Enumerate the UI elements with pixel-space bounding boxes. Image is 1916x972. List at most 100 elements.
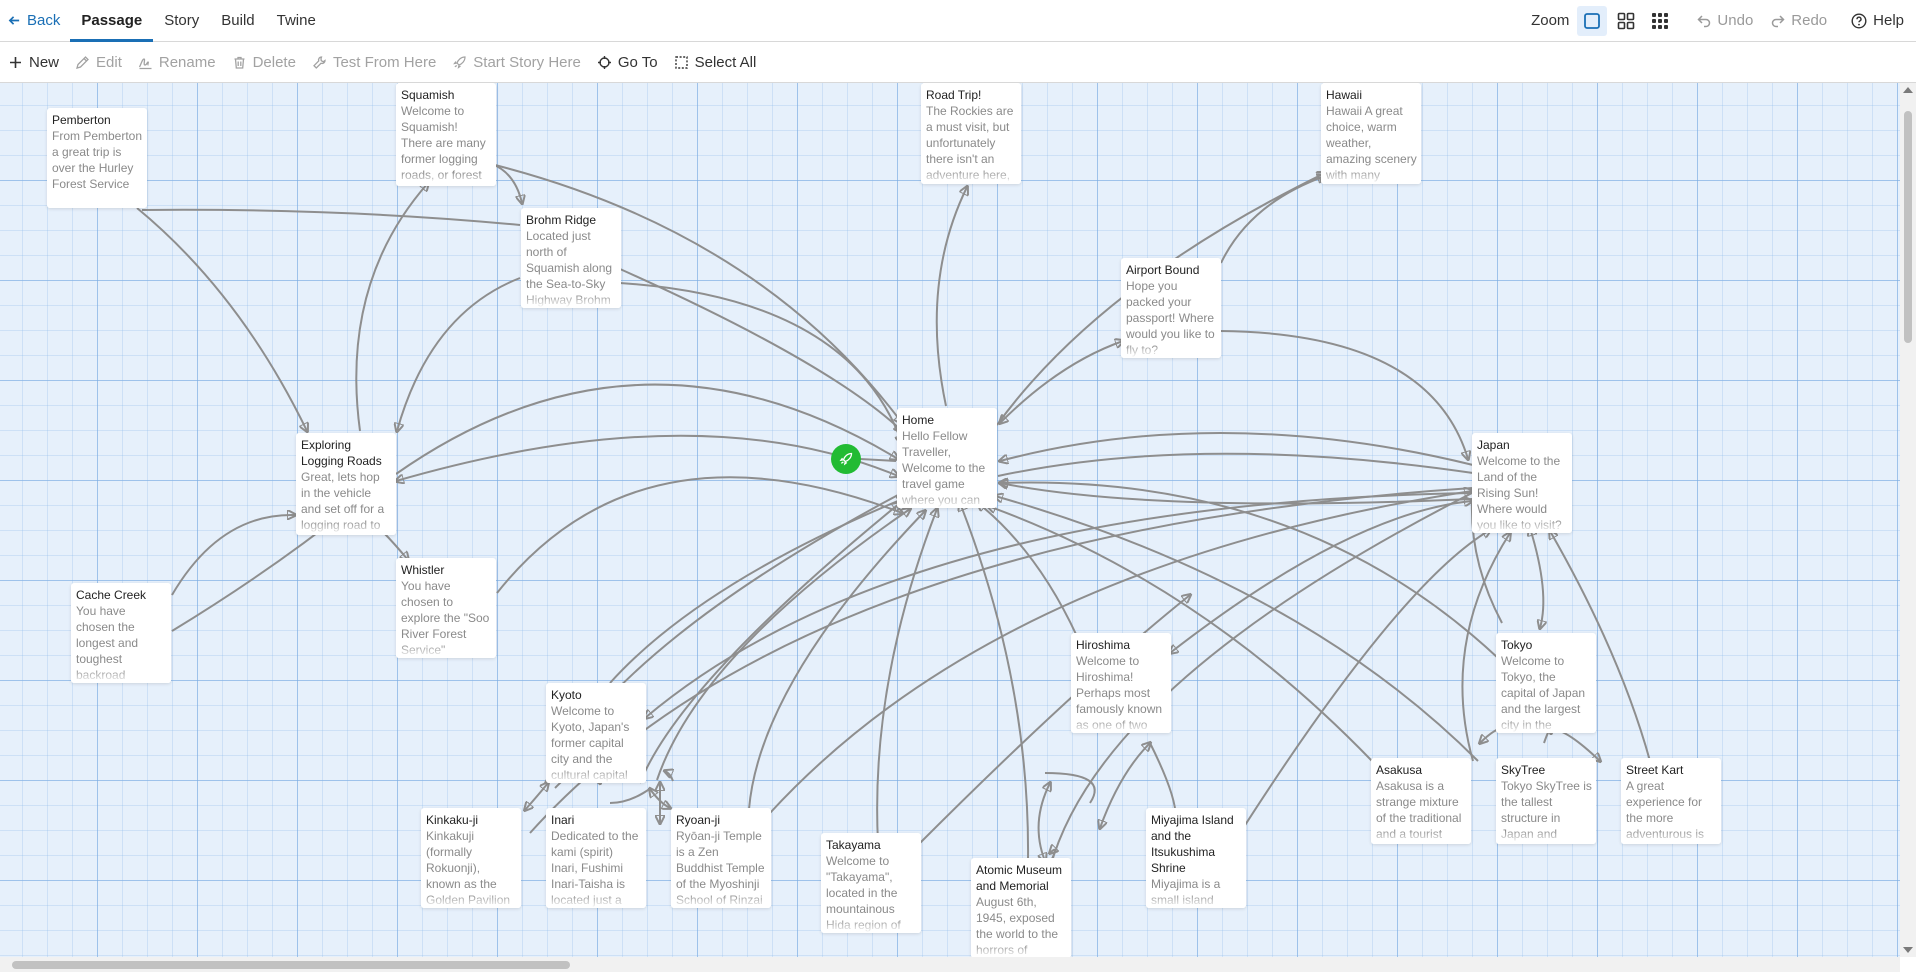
tab-build-label: Build (221, 12, 255, 29)
passage-excerpt: You have chosen to explore the "Soo Rive… (401, 579, 490, 657)
passage-card-asakusa[interactable]: Asakusa Asakusa is a strange mixture of … (1371, 758, 1471, 844)
passage-card-tokyo[interactable]: Tokyo Welcome to Tokyo, the capital of J… (1496, 633, 1596, 733)
passage-excerpt: Hello Fellow Traveller, Welcome to the t… (902, 429, 986, 507)
passage-card-hawaii[interactable]: Hawaii Hawaii A great choice, warm weath… (1321, 83, 1421, 184)
passage-card-cache-creek[interactable]: Cache Creek You have chosen the longest … (71, 583, 171, 683)
passage-card-home[interactable]: Home Hello Fellow Traveller, Welcome to … (897, 408, 997, 508)
vertical-scroll-thumb[interactable] (1904, 111, 1912, 343)
tab-passage-label: Passage (81, 12, 143, 29)
delete-label: Delete (252, 53, 296, 71)
help-button[interactable]: Help (1851, 12, 1904, 29)
pencil-icon (76, 55, 89, 69)
test-from-here-button[interactable]: Test From Here (308, 42, 448, 82)
passage-card-atomic-museum[interactable]: Atomic Museum and Memorial August 6th, 1… (971, 858, 1071, 957)
passage-card-kinkaku-ji[interactable]: Kinkaku-ji Kinkakuji (formally Rokuonji)… (421, 808, 521, 908)
back-button[interactable]: Back (0, 0, 70, 41)
tab-passage[interactable]: Passage (70, 0, 154, 42)
passage-excerpt: Miyajima is a small island (1151, 877, 1221, 907)
zoom-structure-only-button[interactable] (1645, 6, 1675, 36)
rocket-icon (839, 452, 853, 466)
plus-icon (10, 56, 21, 68)
passage-title: Airport Bound (1126, 263, 1200, 277)
passage-excerpt: Welcome to Squamish! There are many form… (401, 104, 486, 186)
passage-card-kyoto[interactable]: Kyoto Welcome to Kyoto, Japan's former c… (546, 683, 646, 783)
test-from-here-label: Test From Here (332, 53, 437, 71)
passage-title: Cache Creek (76, 588, 147, 602)
horizontal-scrollbar[interactable] (0, 957, 1900, 972)
redo-label: Redo (1791, 12, 1828, 29)
passage-card-miyajima[interactable]: Miyajima Island and the Itsukushima Shri… (1146, 808, 1246, 908)
passage-excerpt: Welcome to Kyoto, Japan's former capital… (551, 704, 630, 782)
tab-twine[interactable]: Twine (266, 0, 327, 41)
passage-title: Kinkaku-ji (426, 813, 479, 827)
passage-card-road-trip[interactable]: Road Trip! The Rockies are a must visit,… (921, 83, 1021, 184)
passage-card-exploring-logging-roads[interactable]: Exploring Logging Roads Great, lets hop … (296, 433, 396, 535)
passage-title: Tokyo (1501, 638, 1533, 652)
delete-passage-button[interactable]: Delete (228, 42, 308, 82)
tab-story-label: Story (164, 12, 200, 29)
grid-3x3-icon (1652, 12, 1669, 29)
start-story-here-label: Start Story Here (473, 53, 581, 71)
passage-card-ryoan-ji[interactable]: Ryoan-ji Ryōan-ji Temple is a Zen Buddhi… (671, 808, 771, 908)
passage-card-takayama[interactable]: Takayama Welcome to "Takayama", located … (821, 833, 921, 933)
top-bar: Back Passage Story Build Twine Zoom Undo… (0, 0, 1916, 42)
horizontal-scroll-thumb[interactable] (12, 961, 570, 969)
passage-excerpt: Hawaii A great choice, warm weather, ama… (1326, 104, 1417, 182)
tool-icon (313, 55, 326, 69)
passage-excerpt: Welcome to Hiroshima! Perhaps most famou… (1076, 654, 1163, 732)
story-map-canvas[interactable]: Pemberton From Pemberton a great trip is… (0, 83, 1900, 957)
square-icon (1584, 12, 1601, 29)
passage-title: Takayama (826, 838, 881, 852)
redo-button[interactable]: Redo (1771, 12, 1827, 29)
passage-card-hiroshima[interactable]: Hiroshima Welcome to Hiroshima! Perhaps … (1071, 633, 1171, 733)
new-passage-button[interactable]: New (4, 42, 71, 82)
zoom-passage-names-excerpts-button[interactable] (1577, 5, 1608, 36)
passage-excerpt: Welcome to the Land of the Rising Sun! W… (1477, 454, 1562, 532)
topbar-right-group: Zoom Undo Redo Help (1531, 0, 1916, 41)
passage-card-inari[interactable]: Inari Dedicated to the kami (spirit) Ina… (546, 808, 646, 908)
select-all-icon (674, 55, 688, 69)
passage-card-squamish[interactable]: Squamish Welcome to Squamish! There are … (396, 83, 496, 186)
help-label: Help (1873, 12, 1904, 29)
tab-story[interactable]: Story (153, 0, 210, 41)
back-label: Back (27, 12, 61, 29)
undo-label: Undo (1717, 12, 1754, 29)
redo-icon (1772, 14, 1785, 27)
arrow-left-icon (8, 16, 20, 25)
select-all-label: Select All (694, 53, 757, 71)
scroll-up-arrow-icon[interactable] (1903, 87, 1913, 93)
undo-icon (1697, 14, 1711, 27)
start-passage-badge (831, 444, 861, 474)
new-label: New (29, 53, 60, 71)
edit-passage-button[interactable]: Edit (71, 42, 134, 82)
passage-excerpt: From Pemberton a great trip is over the … (52, 129, 143, 191)
start-story-here-button[interactable]: Start Story Here (448, 42, 593, 82)
passage-title: Hiroshima (1076, 638, 1131, 652)
select-all-button[interactable]: Select All (670, 42, 769, 82)
go-to-button[interactable]: Go To (593, 42, 670, 82)
rename-passage-button[interactable]: Rename (134, 42, 228, 82)
passage-card-pemberton[interactable]: Pemberton From Pemberton a great trip is… (47, 108, 147, 208)
passage-excerpt: You have chosen the longest and toughest… (76, 604, 139, 682)
passage-card-airport-bound[interactable]: Airport Bound Hope you packed your passp… (1121, 258, 1221, 358)
passage-title: Road Trip! (926, 88, 982, 102)
vertical-scrollbar[interactable] (1900, 83, 1916, 957)
zoom-passage-names-button[interactable] (1611, 6, 1641, 36)
undo-button[interactable]: Undo (1697, 12, 1753, 29)
rocket-icon (453, 55, 466, 69)
tab-build[interactable]: Build (210, 0, 265, 41)
grid-2x2-icon (1618, 12, 1635, 29)
passage-card-whistler[interactable]: Whistler You have chosen to explore the … (396, 558, 496, 658)
passage-excerpt: The Rockies are a must visit, but unfort… (926, 104, 1014, 182)
passage-card-skytree[interactable]: SkyTree Tokyo SkyTree is the tallest str… (1496, 758, 1596, 844)
crosshair-icon (597, 55, 611, 69)
passage-card-brohm-ridge[interactable]: Brohm Ridge Located just north of Squami… (521, 208, 621, 308)
passage-card-japan[interactable]: Japan Welcome to the Land of the Rising … (1472, 433, 1572, 533)
passage-title: Ryoan-ji (676, 813, 721, 827)
passage-excerpt: Great, lets hop in the vehicle and set o… (301, 470, 385, 532)
passage-excerpt: Asakusa is a strange mixture of the trad… (1376, 779, 1462, 844)
scroll-down-arrow-icon[interactable] (1903, 947, 1913, 953)
passage-card-street-kart[interactable]: Street Kart A great experience for the m… (1621, 758, 1721, 844)
passage-title: Kyoto (551, 688, 582, 702)
passage-excerpt: Hope you packed your passport! Where wou… (1126, 279, 1215, 357)
